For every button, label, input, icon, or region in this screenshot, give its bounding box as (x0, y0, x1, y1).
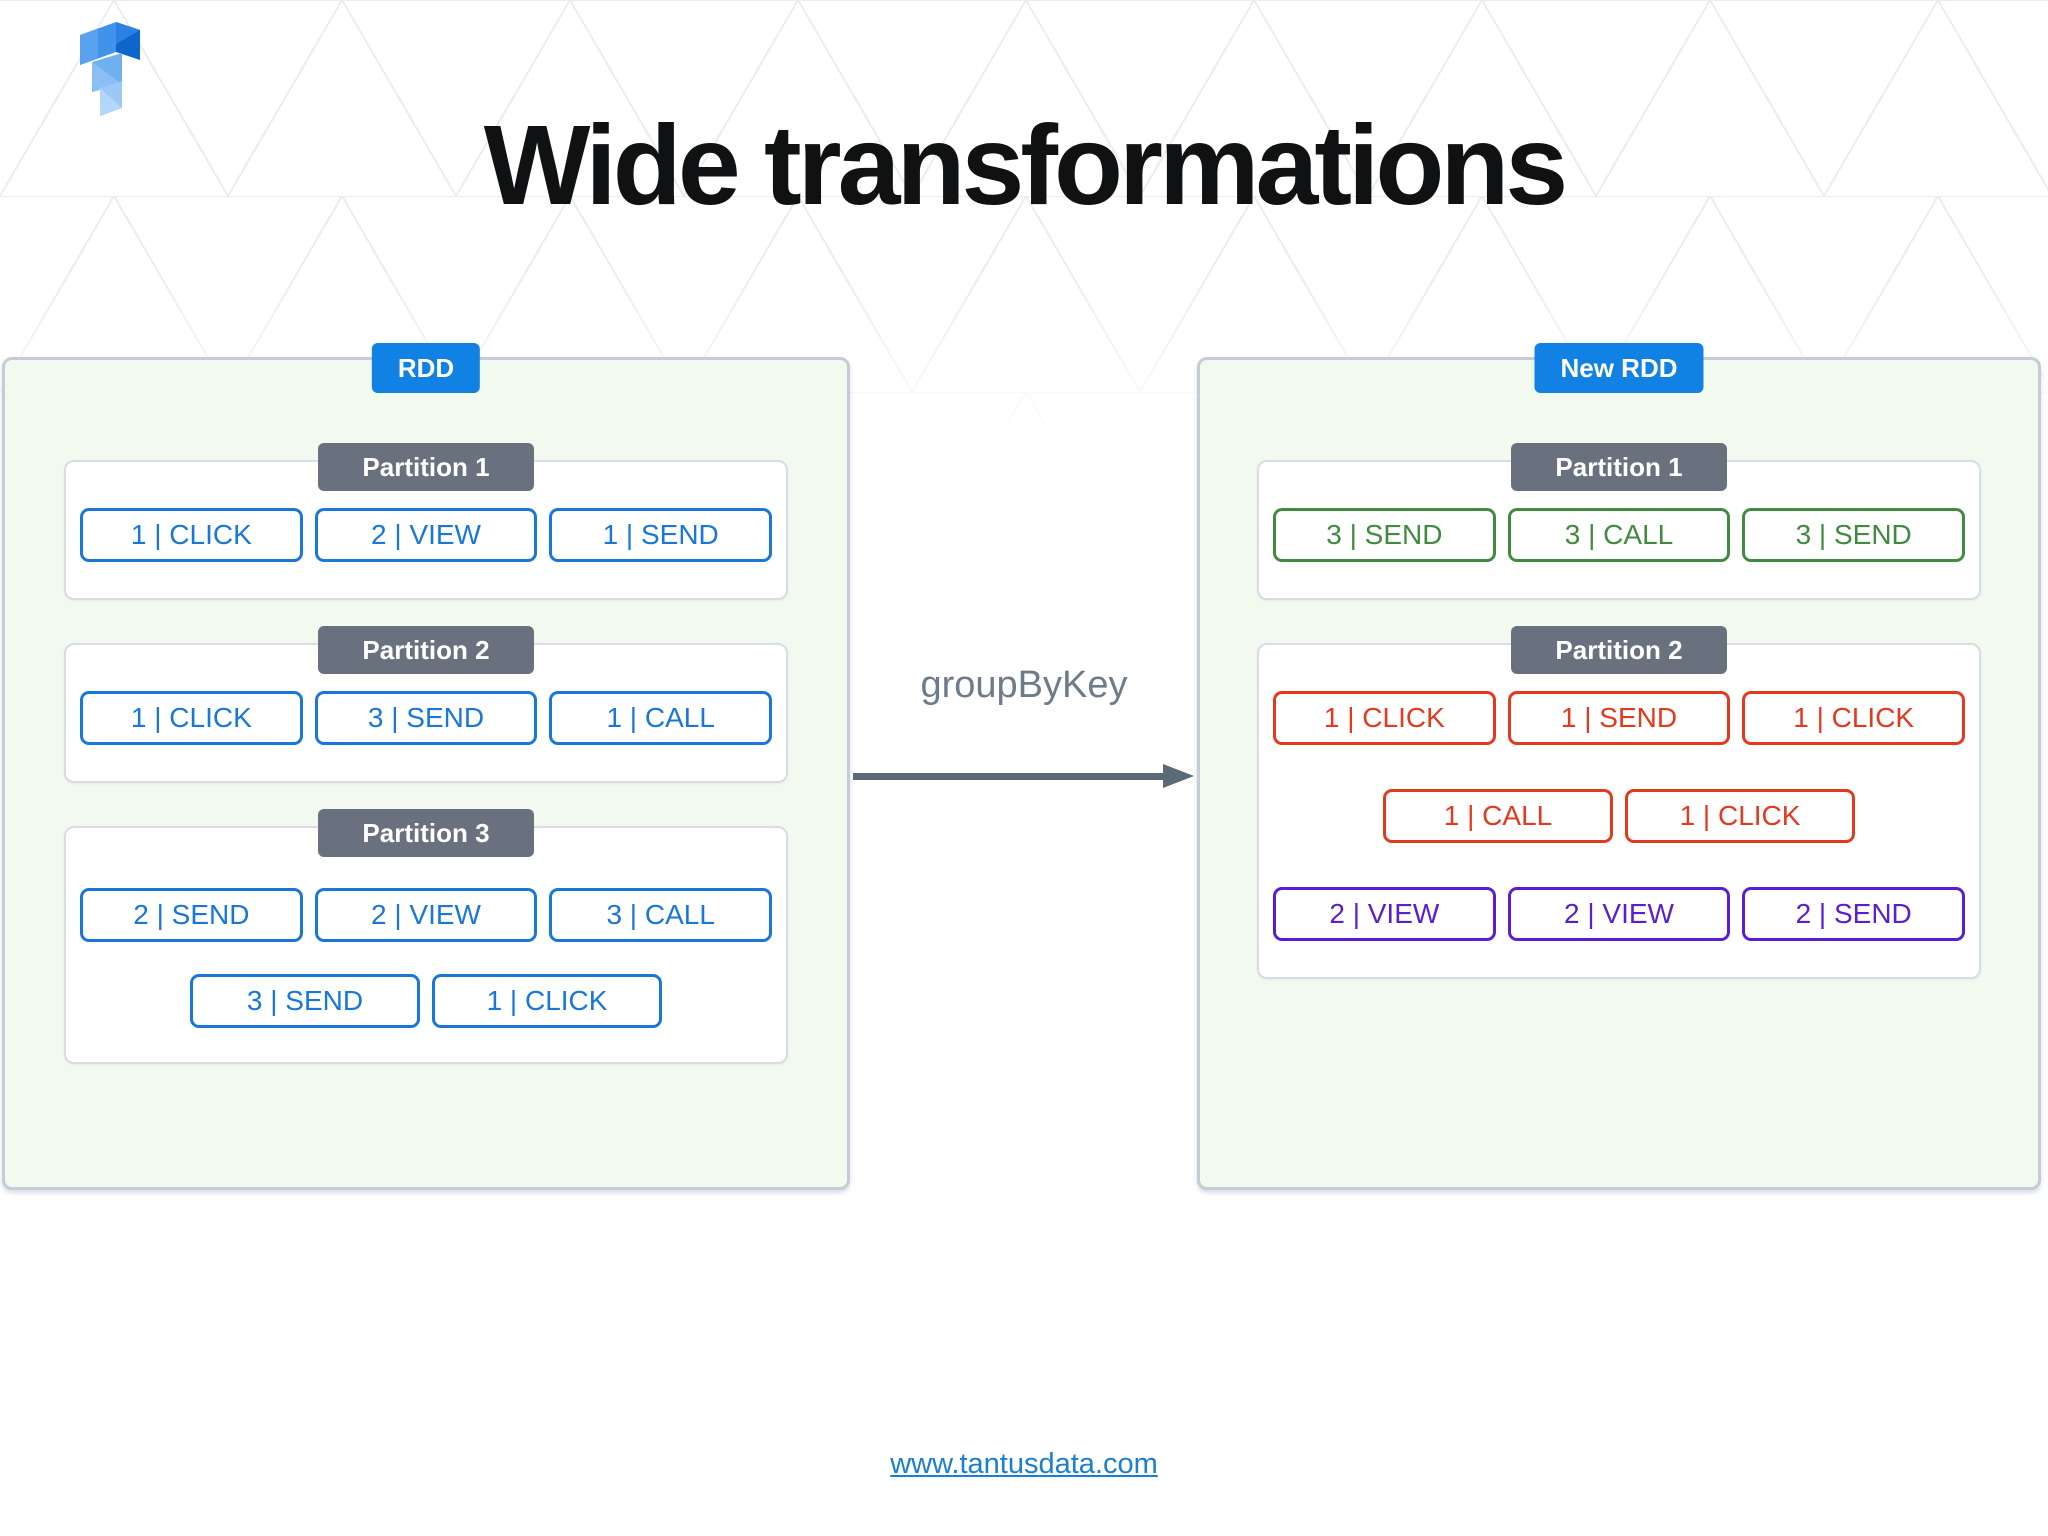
record-chip: 1 | CLICK (80, 691, 303, 745)
record-chip: 2 | SEND (1742, 887, 1966, 941)
page-title: Wide transformations (483, 102, 1569, 228)
record-chip: 3 | CALL (549, 888, 773, 942)
record-chip: 1 | CLICK (80, 508, 303, 562)
record-chip: 1 | CLICK (1625, 789, 1855, 843)
record-chip: 1 | CLICK (1273, 691, 1496, 745)
record-chip: 1 | SEND (549, 508, 773, 562)
arrow-right-icon (853, 773, 1168, 780)
record-chip: 2 | SEND (80, 888, 303, 942)
record-chip: 3 | CALL (1507, 508, 1731, 562)
partition-label-badge: Partition 1 (1511, 443, 1727, 491)
partition-label-badge: Partition 1 (318, 443, 534, 491)
footer: www.tantusdata.com (0, 1448, 2048, 1481)
record-chip: 1 | SEND (1507, 691, 1731, 745)
partition-label-badge: Partition 2 (1511, 626, 1727, 674)
record-chip: 2 | VIEW (1273, 887, 1496, 941)
record-chip: 3 | SEND (314, 691, 538, 745)
partition-label-badge: Partition 2 (318, 626, 534, 674)
record-chip: 1 | CALL (549, 691, 773, 745)
transform-label: groupByKey (920, 664, 1128, 706)
record-chip: 1 | CALL (1383, 789, 1613, 843)
rdd-label-badge: RDD (371, 343, 481, 393)
new-rdd-label-badge: New RDD (1534, 343, 1704, 393)
record-chip: 1 | CLICK (432, 974, 662, 1028)
arrow-right-icon (1163, 764, 1194, 788)
record-chip: 1 | CLICK (1742, 691, 1966, 745)
record-chip: 3 | SEND (190, 974, 420, 1028)
partition-label-badge: Partition 3 (318, 809, 534, 857)
tantusdata-logo-icon (80, 22, 140, 116)
record-chip: 3 | SEND (1742, 508, 1966, 562)
record-chip: 2 | VIEW (1507, 887, 1731, 941)
record-chip: 2 | VIEW (314, 888, 538, 942)
record-chip: 2 | VIEW (314, 508, 538, 562)
footer-link[interactable]: www.tantusdata.com (890, 1448, 1158, 1480)
record-chip: 3 | SEND (1273, 508, 1496, 562)
